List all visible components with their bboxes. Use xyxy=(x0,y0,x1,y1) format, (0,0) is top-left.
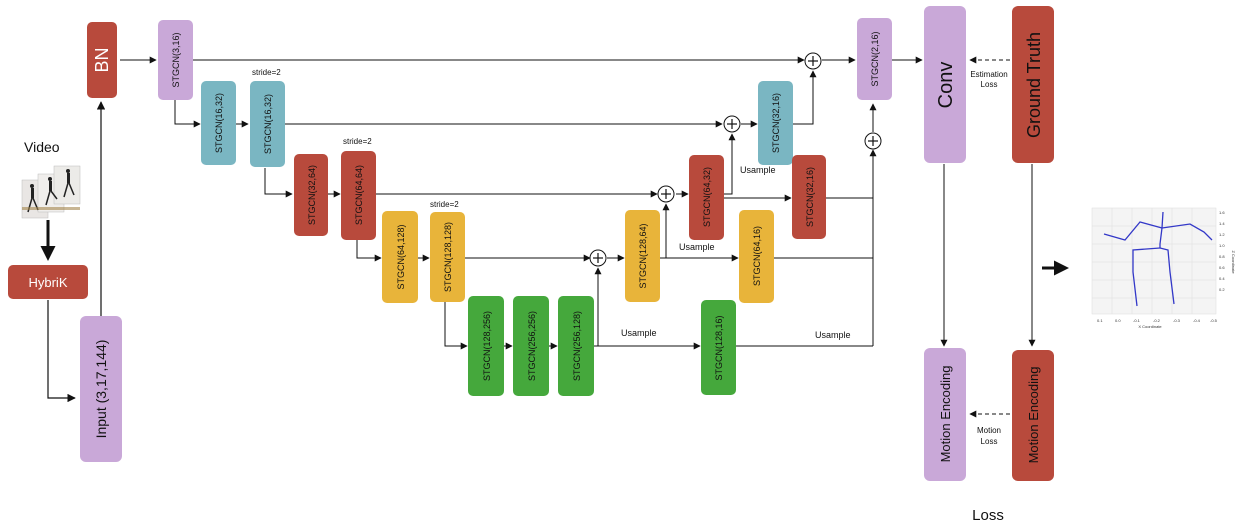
x-tick-5: -0.4 xyxy=(1193,318,1201,323)
stgcn-128-64-label: STGCN(128,64) xyxy=(638,223,648,288)
stgcn-32-16a-block xyxy=(758,81,793,165)
hybrik-block xyxy=(8,265,88,299)
stgcn-64-64-label: STGCN(64,64) xyxy=(354,165,364,225)
motion-loss-label-1: Motion xyxy=(977,426,1001,435)
stgcn-256-256-label: STGCN(256,256) xyxy=(527,311,537,381)
motion-encoding-label-b: Motion Encoding xyxy=(1026,367,1041,464)
z-tick-5: 0.6 xyxy=(1219,265,1225,270)
loss-footer-label: Loss xyxy=(972,507,1004,524)
stride-label-3: stride=2 xyxy=(430,200,459,209)
z-tick-0: 1.6 xyxy=(1219,210,1225,215)
motion-loss-label-2: Loss xyxy=(981,437,998,446)
stgcn-128-16-block xyxy=(701,300,736,395)
x-tick-1: 0.0 xyxy=(1115,318,1121,323)
stgcn-64-16-label: STGCN(64,16) xyxy=(752,226,762,286)
z-tick-3: 1.0 xyxy=(1219,243,1225,248)
stgcn-2-16-block xyxy=(857,18,892,100)
video-label: Video xyxy=(24,139,60,155)
stgcn-16-32-block xyxy=(201,81,236,165)
hybrik-to-input-arrow xyxy=(47,300,76,403)
add-node-signs xyxy=(593,56,878,263)
stgcn-64-128-label: STGCN(64,128) xyxy=(396,224,406,289)
stgcn-16-32-label: STGCN(16,32) xyxy=(214,93,224,153)
pose-plot: 1.6 1.4 1.2 1.0 0.8 0.6 0.4 0.2 Z Coordi… xyxy=(1091,207,1236,329)
stgcn-64-64-block xyxy=(341,151,376,240)
conv-label: Conv xyxy=(935,62,957,109)
stgcn-64-32-block xyxy=(689,155,724,240)
stgcn-128-16-label: STGCN(128,16) xyxy=(714,315,724,380)
usample-label-4: Usample xyxy=(815,330,851,340)
stgcn-3-16-block xyxy=(158,20,193,100)
estimation-loss-label-2: Loss xyxy=(981,80,998,89)
z-tick-2: 1.2 xyxy=(1219,232,1225,237)
bn-block xyxy=(87,22,117,98)
z-axis-label: Z Coordinate xyxy=(1231,250,1236,274)
input-label: Input (3,17,144) xyxy=(93,340,109,439)
stgcn-128-128-block xyxy=(430,212,465,302)
stgcn-32-16b-block xyxy=(792,155,826,239)
connection-lines xyxy=(120,56,1036,350)
x-axis-label: X Coordinate xyxy=(1138,324,1162,329)
skeleton-lines xyxy=(1103,211,1213,307)
ground-truth-label: Ground Truth xyxy=(1024,32,1044,138)
x-tick-6: -0.5 xyxy=(1210,318,1218,323)
stgcn-3-16-label: STGCN(3,16) xyxy=(171,32,181,87)
stgcn-32-16b-label: STGCN(32,16) xyxy=(805,167,815,227)
x-tick-0: 0.1 xyxy=(1097,318,1103,323)
input-block xyxy=(80,316,122,462)
usample-label-3: Usample xyxy=(621,328,657,338)
stgcn-64-16-block xyxy=(739,210,774,303)
stgcn-64-32-label: STGCN(64,32) xyxy=(702,167,712,227)
stgcn-16-32b-block xyxy=(250,81,285,167)
stgcn-16-32b-label: STGCN(16,32) xyxy=(263,94,273,154)
x-tick-3: -0.2 xyxy=(1153,318,1161,323)
z-tick-4: 0.8 xyxy=(1219,254,1225,259)
motion-encoding-label-a: Motion Encoding xyxy=(938,366,953,463)
bn-label: BN xyxy=(92,47,112,72)
stgcn-256-128-block xyxy=(558,296,594,396)
usample-label-1: Usample xyxy=(740,165,776,175)
stride-label-1: stride=2 xyxy=(252,68,281,77)
z-tick-7: 0.2 xyxy=(1219,287,1225,292)
stgcn-32-64-label: STGCN(32,64) xyxy=(307,165,317,225)
stgcn-128-256-label: STGCN(128,256) xyxy=(482,311,492,381)
ground-truth-block xyxy=(1012,6,1054,163)
stgcn-64-128-block xyxy=(382,211,418,303)
stgcn-256-256-block xyxy=(513,296,549,396)
z-tick-1: 1.4 xyxy=(1219,221,1225,226)
stgcn-256-128-label: STGCN(256,128) xyxy=(572,311,582,381)
x-tick-2: -0.1 xyxy=(1133,318,1141,323)
stgcn-128-128-label: STGCN(128,128) xyxy=(443,222,453,292)
stride-label-2: stride=2 xyxy=(343,137,372,146)
motion-encoding-block-a xyxy=(924,348,966,481)
stgcn-32-64-block xyxy=(294,154,328,236)
stgcn-128-256-block xyxy=(468,296,504,396)
stgcn-2-16-label: STGCN(2,16) xyxy=(870,31,880,86)
conv-block xyxy=(924,6,966,163)
stgcn-32-16a-label: STGCN(32,16) xyxy=(771,93,781,153)
hybrik-label: HybriK xyxy=(28,275,67,290)
stgcn-128-64-block xyxy=(625,210,660,302)
estimation-loss-label-1: Estimation xyxy=(970,70,1007,79)
video-frames-image xyxy=(21,165,81,219)
motion-encoding-block-b xyxy=(1012,350,1054,481)
usample-label-2: Usample xyxy=(679,242,715,252)
z-tick-6: 0.4 xyxy=(1219,276,1225,281)
x-tick-4: -0.3 xyxy=(1173,318,1181,323)
